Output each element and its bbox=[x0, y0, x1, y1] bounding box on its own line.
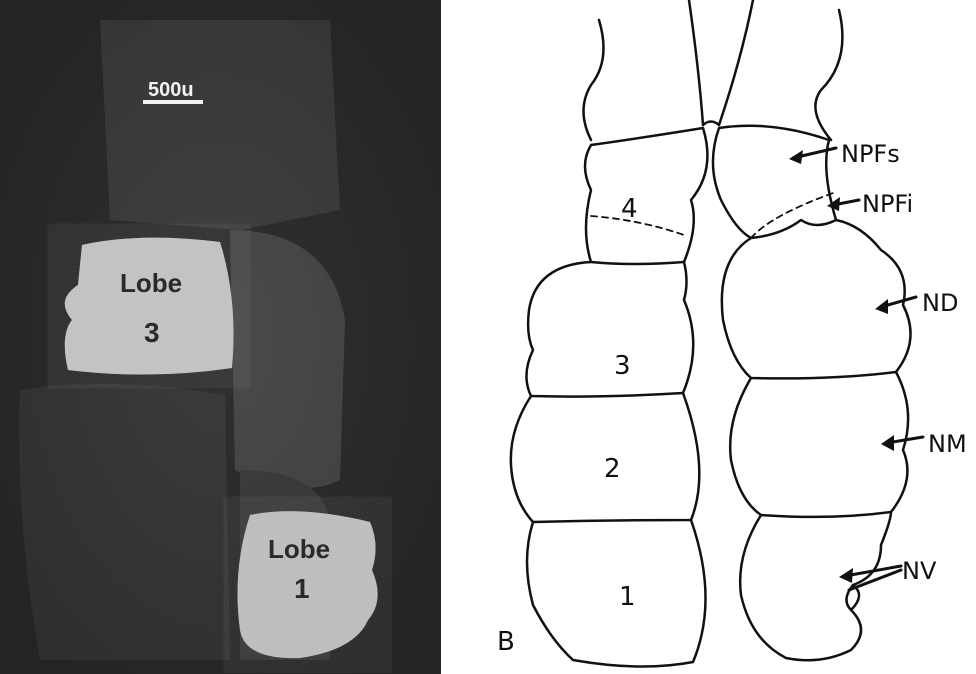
right-npf-dashed-division bbox=[751, 192, 836, 238]
left-segment-4-outline bbox=[585, 128, 707, 264]
right-connective-inner bbox=[719, 0, 753, 125]
left-segment-1-outline bbox=[527, 520, 706, 667]
left-segment-3-outline bbox=[526, 262, 693, 397]
segment-2-label: 2 bbox=[604, 454, 621, 484]
right-nv-lobe-outline bbox=[740, 512, 891, 660]
label-nv: NV bbox=[902, 557, 937, 585]
right-nd-lobe-outline bbox=[722, 220, 911, 378]
scale-bar bbox=[143, 100, 203, 104]
photomicrograph-image: 500u Lobe 3 Lobe 1 bbox=[0, 0, 441, 674]
photomicrograph-panel: 500u Lobe 3 Lobe 1 bbox=[0, 0, 441, 674]
lobe-1-number: 1 bbox=[294, 573, 310, 604]
right-connective-outer bbox=[815, 10, 842, 140]
right-npf-lobe-outline bbox=[713, 126, 836, 238]
connective-junction bbox=[703, 122, 719, 126]
lobe-3-word: Lobe bbox=[120, 268, 182, 298]
right-nm-lobe-outline bbox=[730, 372, 908, 517]
panel-letter-b: B bbox=[497, 627, 515, 657]
left-connective-outer bbox=[584, 20, 604, 140]
left-connective-inner bbox=[689, 0, 703, 125]
segment-3-label: 3 bbox=[614, 351, 631, 381]
ganglion-outline-drawing: 4 3 2 1 B NPFs NPFi ND NM NV bbox=[441, 0, 976, 674]
label-nm: NM bbox=[928, 430, 967, 458]
lobe-1-word: Lobe bbox=[268, 534, 330, 564]
scale-bar-label: 500u bbox=[148, 79, 194, 101]
label-nd: ND bbox=[922, 289, 958, 317]
lobe-3-number: 3 bbox=[144, 317, 160, 348]
segment-1-label: 1 bbox=[619, 582, 636, 612]
label-npfi: NPFi bbox=[862, 190, 913, 218]
label-npfs: NPFs bbox=[841, 140, 900, 168]
segment-4-label: 4 bbox=[621, 194, 638, 224]
line-drawing-panel: 4 3 2 1 B NPFs NPFi ND NM NV bbox=[441, 0, 976, 674]
